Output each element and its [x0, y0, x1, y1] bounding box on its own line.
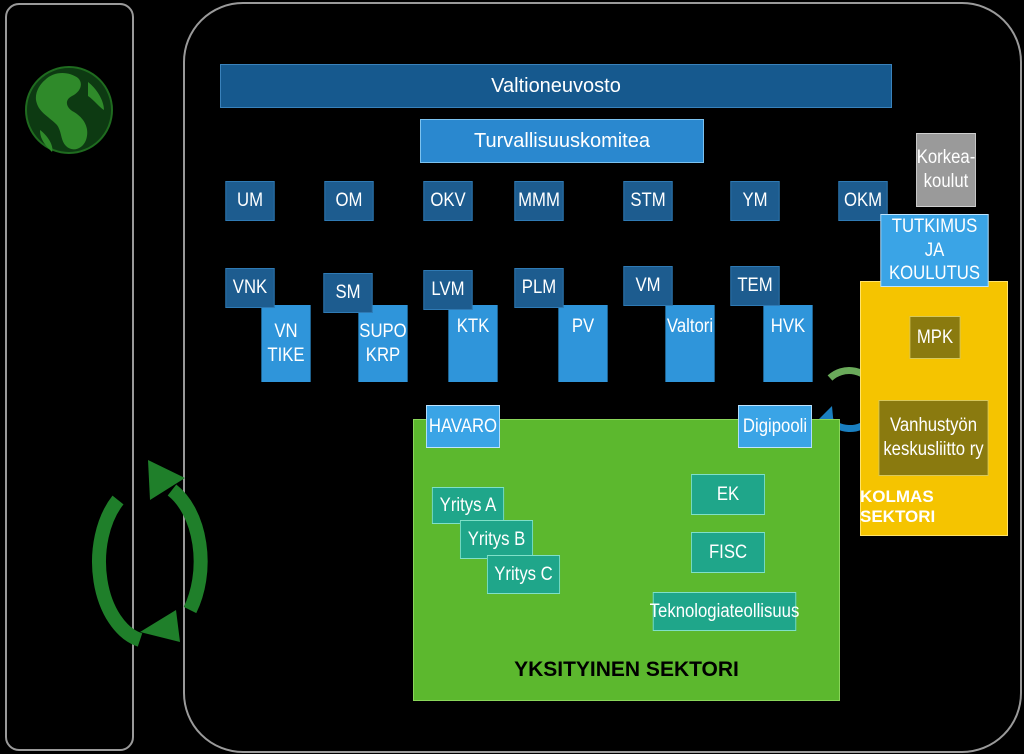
- third-sector-title: KOLMAS SEKTORI: [860, 487, 936, 526]
- ministry-okv: OKV: [423, 181, 473, 221]
- ministry-um: UM: [225, 181, 275, 221]
- agency-ktk: KTK: [448, 305, 498, 382]
- universities-line1: Korkea-: [916, 147, 976, 169]
- agency-line2: KRP: [365, 344, 401, 366]
- government-bar: Valtioneuvosto: [220, 64, 892, 108]
- committee-bar: Turvallisuuskomitea: [420, 119, 704, 163]
- ek-box: EK: [691, 474, 765, 515]
- ministry-stm: STM: [623, 181, 673, 221]
- company-a: Yritys A: [431, 487, 505, 524]
- fisc-box: FISC: [691, 532, 765, 573]
- research-box: TUTKIMUS JA KOULUTUS: [880, 214, 989, 287]
- agency-line1: VN: [274, 320, 298, 342]
- company-c: Yritys C: [486, 555, 561, 594]
- agency-supo-krp: SUPO KRP: [358, 305, 408, 382]
- elderly-line1: Vanhustyön: [889, 415, 978, 437]
- ministry-okm: OKM: [838, 181, 888, 221]
- ministry-mmm: MMM: [514, 181, 564, 221]
- agency-line1: HVK: [770, 316, 806, 337]
- private-sector-title: YKSITYINEN SEKTORI: [514, 658, 739, 681]
- ministry-vnk: VNK: [225, 268, 275, 308]
- elderly-org-box: Vanhustyön keskusliitto ry: [878, 400, 989, 476]
- globe-icon: [25, 66, 113, 154]
- agency-line1: Valtori: [666, 316, 714, 337]
- ministry-vm: VM: [623, 266, 673, 306]
- ministry-plm: PLM: [514, 268, 564, 308]
- mpk-box: MPK: [909, 316, 961, 359]
- ministry-om: OM: [324, 181, 374, 221]
- havaro-box: HAVARO: [426, 405, 500, 448]
- cycle-arrows-icon: [92, 484, 208, 647]
- elderly-line2: keskusliitto ry: [883, 439, 984, 460]
- agency-line2: TIKE: [267, 344, 305, 366]
- agency-line1: SUPO: [359, 320, 407, 342]
- ministry-tem: TEM: [730, 266, 780, 306]
- digipooli-box: Digipooli: [738, 405, 812, 448]
- agency-line1: KTK: [456, 316, 490, 337]
- universities-box: Korkea- koulut: [916, 133, 976, 207]
- agency-vn-tike: VN TIKE: [261, 305, 311, 382]
- agency-pv: PV: [558, 305, 608, 382]
- private-sector-area: [413, 419, 840, 701]
- universities-line2: koulut: [923, 171, 969, 192]
- research-line2: KOULUTUS: [888, 263, 981, 285]
- agency-valtori: Valtori: [665, 305, 715, 382]
- ministry-lvm: LVM: [423, 270, 473, 310]
- agency-hvk: HVK: [763, 305, 813, 382]
- research-line1: TUTKIMUS JA: [891, 215, 978, 261]
- agency-line1: PV: [571, 316, 595, 337]
- company-b: Yritys B: [459, 520, 534, 559]
- ministry-sm: SM: [323, 273, 373, 313]
- ministry-ym: YM: [730, 181, 780, 221]
- tech-industry-box: Teknologiateollisuus: [650, 592, 799, 631]
